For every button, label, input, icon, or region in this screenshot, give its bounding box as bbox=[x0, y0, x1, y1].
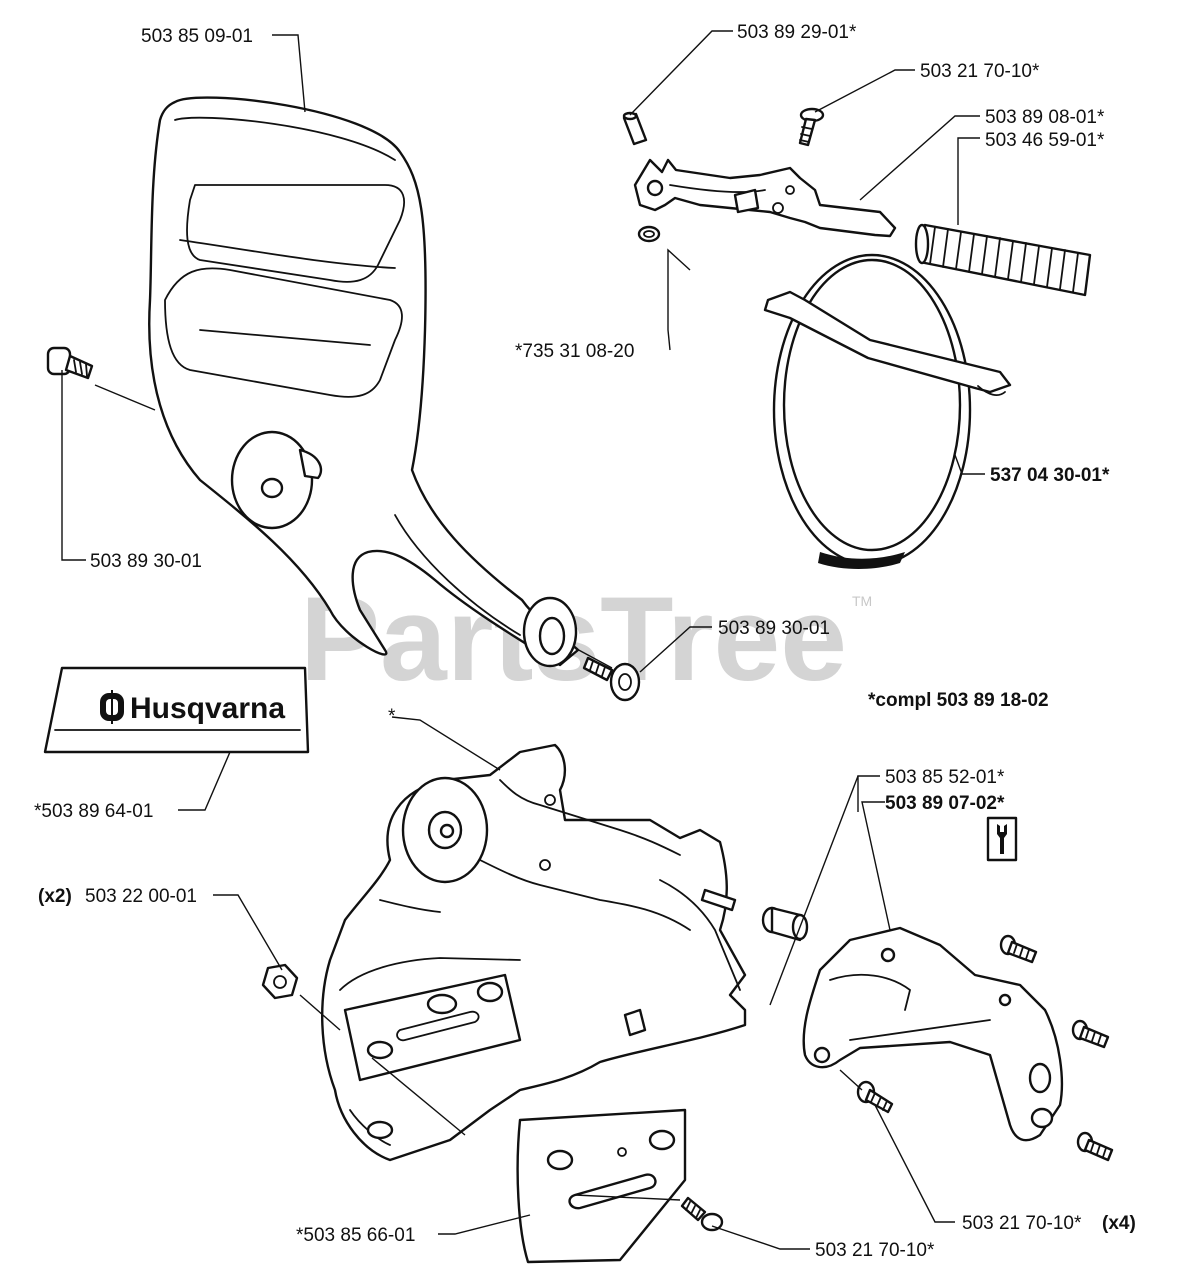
part-labels: 503 85 09-01 503 89 29-01* 503 21 70-10*… bbox=[34, 22, 1136, 1261]
shoulder-screw-left bbox=[46, 346, 94, 380]
spring-part bbox=[914, 223, 1092, 297]
label-cover-a: 503 85 52-01* bbox=[885, 767, 1005, 788]
decal-brand-text: Husqvarna bbox=[130, 692, 285, 725]
label-lever: 503 89 08-01* bbox=[985, 107, 1105, 128]
label-screw-cover: 503 21 70-10* bbox=[962, 1213, 1082, 1234]
chain-guard-cover-part bbox=[802, 926, 1064, 1142]
nut-part bbox=[261, 963, 299, 1000]
cover-screw-4 bbox=[1076, 1131, 1114, 1162]
guide-plate-part bbox=[516, 1108, 687, 1264]
label-screw-left: 503 89 30-01 bbox=[90, 551, 202, 572]
wrench-icon bbox=[986, 816, 1018, 862]
label-screw-plate: 503 21 70-10* bbox=[815, 1240, 935, 1261]
label-compl: *compl 503 89 18-02 bbox=[868, 690, 1049, 711]
watermark-trademark: TM bbox=[852, 593, 872, 609]
label-nut: 503 22 00-01 bbox=[85, 886, 197, 907]
label-screw-top: 503 21 70-10* bbox=[920, 61, 1040, 82]
label-decal: *503 89 64-01 bbox=[34, 801, 153, 822]
cover-screw-2 bbox=[1071, 1019, 1110, 1049]
leader-lines bbox=[61, 30, 985, 1250]
label-band: 537 04 30-01* bbox=[990, 465, 1110, 486]
cover-screw-3 bbox=[856, 1080, 894, 1114]
label-spring: 503 46 59-01* bbox=[985, 130, 1105, 151]
label-nut-qty: (x2) bbox=[38, 886, 72, 907]
stud-part bbox=[761, 906, 809, 942]
label-asterisk: * bbox=[388, 706, 396, 727]
label-cover-b: 503 89 07-02* bbox=[885, 793, 1005, 814]
label-guard: 503 85 09-01 bbox=[141, 26, 253, 47]
brake-lever-part bbox=[633, 158, 897, 238]
husqvarna-decal-part: Husqvarna bbox=[43, 666, 310, 754]
retaining-ring-part bbox=[637, 225, 661, 243]
screw-top-part bbox=[798, 107, 825, 147]
label-ring: *735 31 08-20 bbox=[515, 341, 634, 362]
label-screw-cover-qty: (x4) bbox=[1102, 1213, 1136, 1234]
label-plate: *503 85 66-01 bbox=[296, 1225, 415, 1246]
cover-screw-1 bbox=[999, 934, 1038, 964]
label-screw-mid: 503 89 30-01 bbox=[718, 618, 830, 639]
plate-screw-part bbox=[680, 1196, 724, 1232]
hand-guard-part bbox=[148, 96, 580, 668]
brake-band-part bbox=[763, 253, 1012, 570]
pin-part bbox=[622, 111, 648, 146]
clutch-cover-part bbox=[321, 743, 747, 1162]
shoulder-screw-middle bbox=[582, 656, 641, 702]
label-pin: 503 89 29-01* bbox=[737, 22, 857, 43]
